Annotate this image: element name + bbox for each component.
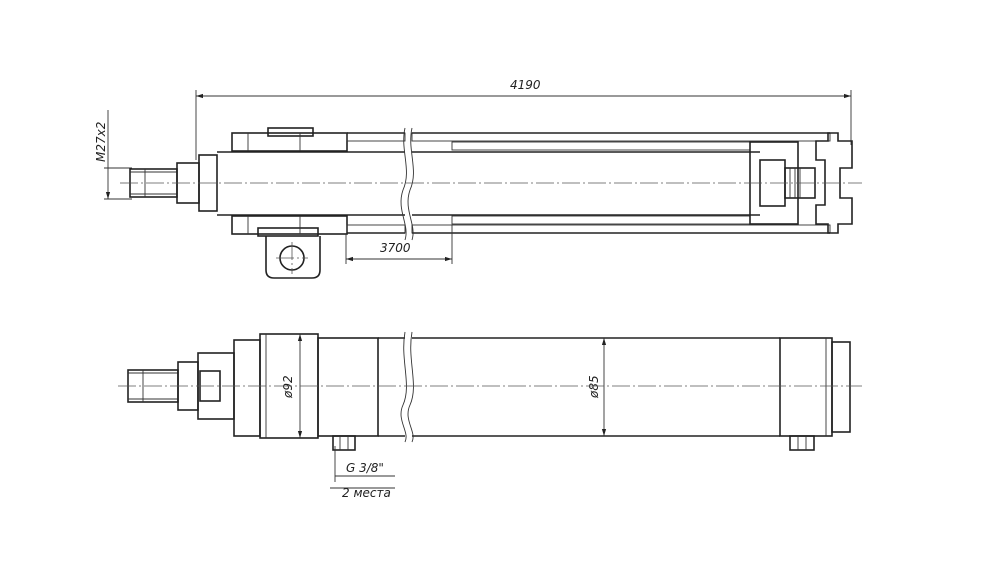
port-callout: G 3/8" 2 места <box>330 446 395 500</box>
tube-diameter-label: ø85 <box>587 375 601 399</box>
body-diameter-label: ø92 <box>281 375 295 399</box>
port-thread-label: G 3/8" <box>346 461 384 475</box>
front-gland <box>231 127 348 237</box>
port-count-label: 2 места <box>342 486 391 500</box>
stroke-dimension: 3700 <box>345 225 453 264</box>
exterior-view: ø92 G 3/8" 2 места ø85 <box>118 331 862 500</box>
cylinder-tube <box>346 132 831 234</box>
rear-cap-exterior <box>779 337 851 451</box>
tube-diameter-dimension: ø85 <box>587 338 607 436</box>
section-view: 4190 M27x2 <box>94 78 862 279</box>
thread-dimension: M27x2 <box>94 110 132 200</box>
break-lines-top <box>400 127 414 241</box>
stroke-label: 3700 <box>380 241 411 255</box>
port-front <box>332 435 356 451</box>
piston-rod <box>217 151 760 216</box>
mounting-eye <box>265 236 321 279</box>
tube-exterior <box>400 331 780 443</box>
overall-length-dimension: 4190 <box>195 78 852 160</box>
thread-label: M27x2 <box>94 122 108 162</box>
overall-length-label: 4190 <box>510 78 541 92</box>
end-cap <box>815 132 853 234</box>
